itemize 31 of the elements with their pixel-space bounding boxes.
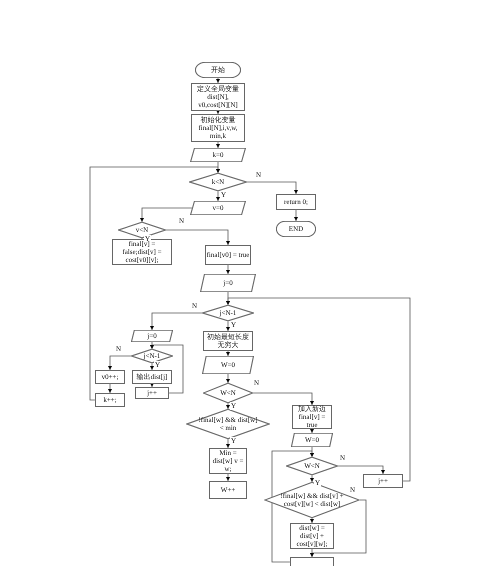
arrow	[226, 264, 230, 274]
arrow	[310, 518, 314, 524]
arrow	[310, 548, 314, 558]
arrow	[338, 466, 385, 474]
arrow	[226, 298, 410, 482]
process-box	[290, 557, 334, 566]
arrow	[226, 320, 230, 332]
arrow	[216, 142, 220, 148]
arrow	[90, 166, 220, 400]
arrow	[150, 344, 184, 394]
arrow	[166, 230, 230, 246]
arrow	[226, 474, 230, 482]
arrow	[140, 208, 194, 222]
arrow	[226, 438, 230, 448]
arrow	[150, 362, 154, 370]
arrow	[150, 312, 202, 330]
arrow	[272, 450, 314, 562]
arrow	[310, 474, 314, 482]
arrow	[310, 428, 314, 434]
arrow	[216, 78, 220, 84]
arrow	[226, 350, 230, 356]
arrow	[226, 402, 230, 410]
arrow	[252, 392, 314, 406]
arrow	[216, 110, 220, 114]
arrow	[216, 190, 220, 202]
arrow	[294, 210, 298, 222]
arrow	[246, 182, 298, 194]
arrow	[108, 384, 112, 394]
arrow	[150, 383, 154, 388]
arrow	[226, 374, 230, 384]
arrow	[108, 356, 132, 370]
